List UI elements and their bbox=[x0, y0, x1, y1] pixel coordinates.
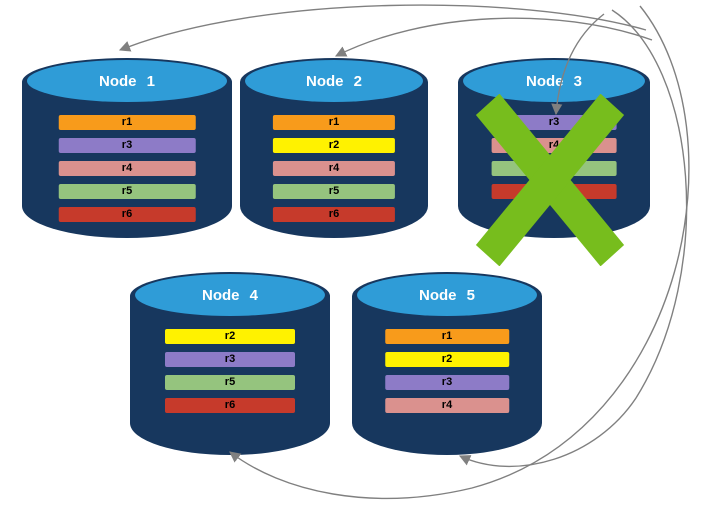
replica-r5: r5 bbox=[58, 184, 196, 199]
replica-list: r3 r4 r5 r6 bbox=[491, 115, 617, 199]
arrow-to-node-1 bbox=[118, 4, 647, 52]
node-title: Node 2 bbox=[305, 72, 362, 90]
cylinder-top: Node 5 bbox=[357, 274, 537, 316]
arrow-to-node-2 bbox=[334, 17, 653, 57]
replica-r3: r3 bbox=[58, 138, 196, 153]
replica-r1: r1 bbox=[58, 115, 196, 130]
cylinder-top: Node 3 bbox=[463, 60, 645, 102]
replica-r6: r6 bbox=[165, 398, 295, 413]
replica-r3: r3 bbox=[165, 352, 295, 367]
replica-r4: r4 bbox=[58, 161, 196, 176]
replica-r6: r6 bbox=[491, 184, 617, 199]
replica-r4: r4 bbox=[272, 161, 396, 176]
cylinder-top: Node 4 bbox=[135, 274, 325, 316]
replica-list: r2 r3 r5 r6 bbox=[165, 329, 295, 413]
replica-r5: r5 bbox=[165, 375, 295, 390]
node-2: Node 2 r1 r2 r4 r5 r6 bbox=[240, 58, 428, 238]
replica-r3: r3 bbox=[491, 115, 617, 130]
cylinder-top: Node 2 bbox=[245, 60, 423, 102]
replica-r1: r1 bbox=[272, 115, 396, 130]
replica-r4: r4 bbox=[385, 398, 509, 413]
replica-r6: r6 bbox=[272, 207, 396, 222]
replica-r5: r5 bbox=[491, 161, 617, 176]
node-title: Node 1 bbox=[98, 72, 155, 90]
replica-r5: r5 bbox=[272, 184, 396, 199]
node-title: Node 4 bbox=[201, 286, 258, 304]
node-3-failed: Node 3 r3 r4 r5 r6 bbox=[458, 58, 650, 266]
node-title: Node 3 bbox=[525, 72, 582, 90]
replica-r6: r6 bbox=[58, 207, 196, 222]
replica-list: r1 r2 r4 r5 r6 bbox=[272, 115, 396, 222]
replica-r1: r1 bbox=[385, 329, 509, 344]
replica-list: r1 r2 r3 r4 bbox=[385, 329, 509, 413]
replica-r2: r2 bbox=[385, 352, 509, 367]
node-5: Node 5 r1 r2 r3 r4 bbox=[352, 272, 542, 455]
node-1: Node 1 r1 r3 r4 r5 r6 bbox=[22, 58, 232, 238]
node-4: Node 4 r2 r3 r5 r6 bbox=[130, 272, 330, 455]
replica-r3: r3 bbox=[385, 375, 509, 390]
replica-r2: r2 bbox=[272, 138, 396, 153]
replica-r4: r4 bbox=[491, 138, 617, 153]
replica-r2: r2 bbox=[165, 329, 295, 344]
cylinder-top: Node 1 bbox=[27, 60, 227, 102]
replica-list: r1 r3 r4 r5 r6 bbox=[58, 115, 196, 222]
node-title: Node 5 bbox=[418, 286, 475, 304]
